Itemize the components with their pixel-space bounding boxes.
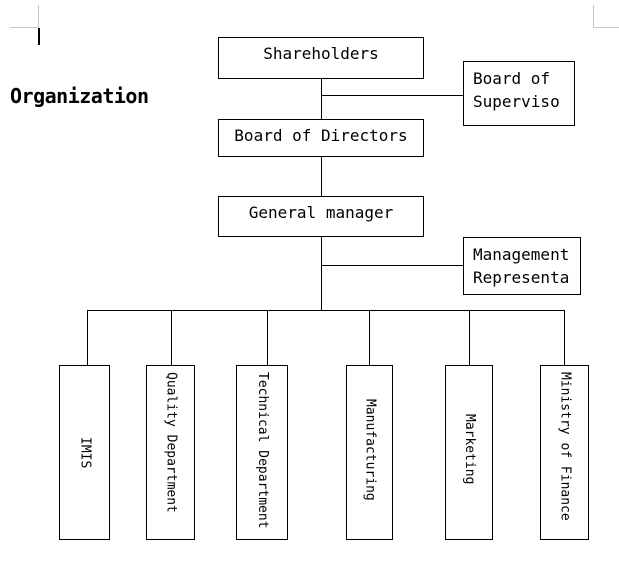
department-label-technical: Technical Department xyxy=(255,372,270,529)
board-of-directors-box: Board of Directors xyxy=(218,119,424,157)
management-representative-label-line-2: Representa xyxy=(473,268,570,287)
page-margin-mark-top-right xyxy=(593,5,619,28)
department-box-imis: IMIS xyxy=(59,365,110,540)
department-label-quality: Quality Department xyxy=(163,372,179,513)
department-box-finance: Ministry of Finance xyxy=(540,365,589,540)
document-title: Organization xyxy=(10,84,149,108)
department-box-manufacturing: Manufacturing xyxy=(346,365,393,540)
general-manager-box: General manager xyxy=(218,196,424,237)
board-of-supervisors-label-line-1: Board of xyxy=(473,69,551,88)
management-representative-label-line-1: Management xyxy=(473,245,570,264)
board-of-supervisors-label-line-2: Superviso xyxy=(473,92,560,111)
department-box-technical: Technical Department xyxy=(236,365,288,540)
department-label-marketing: Marketing xyxy=(462,414,477,485)
board-of-directors-label: Board of Directors xyxy=(234,126,408,145)
text-cursor xyxy=(38,28,40,45)
department-box-quality: Quality Department xyxy=(146,365,195,540)
page-margin-mark-top-left xyxy=(10,5,39,28)
shareholders-label: Shareholders xyxy=(263,44,379,63)
department-box-marketing: Marketing xyxy=(445,365,493,540)
department-label-imis: IMIS xyxy=(77,436,93,469)
department-label-manufacturing: Manufacturing xyxy=(362,399,378,501)
shareholders-box: Shareholders xyxy=(218,37,424,79)
management-representative-box: Management Representa xyxy=(463,237,581,295)
general-manager-label: General manager xyxy=(248,203,394,222)
board-of-supervisors-box: Board of Superviso xyxy=(463,61,575,126)
department-label-finance: Ministry of Finance xyxy=(557,372,573,521)
